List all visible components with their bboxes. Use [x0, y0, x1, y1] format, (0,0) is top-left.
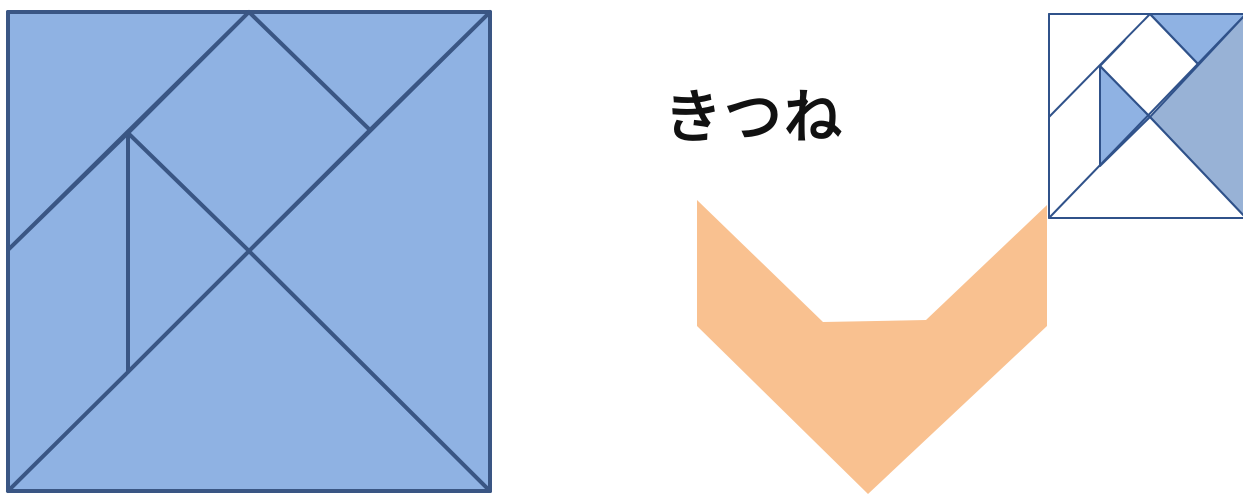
- tangram-square: [8, 12, 490, 491]
- fox-silhouette: [697, 200, 1047, 494]
- hint-diagram: [1049, 14, 1243, 218]
- puzzle-title: きつね: [664, 88, 844, 146]
